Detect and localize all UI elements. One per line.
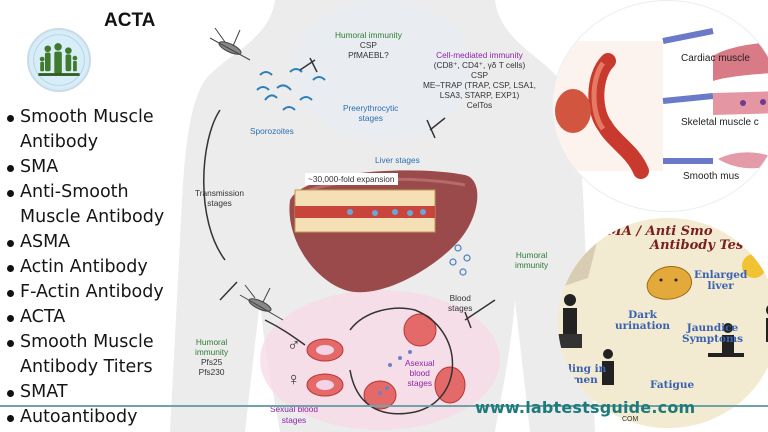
sporozoites-label: Sporozoites — [250, 126, 294, 136]
enlarged-liver-label: Enlarged liver — [694, 269, 748, 292]
mosquito-icon — [209, 27, 251, 61]
humoral-bottom-antigen: Pfs25 — [200, 357, 223, 367]
humoral-antigen: CSP — [359, 40, 377, 50]
cell-mediated-label: Cell-mediated immunity (CD8⁺, CD4⁺, γδ T… — [423, 50, 536, 110]
synonym-list: Smooth Muscle Antibody SMA Anti-Smooth M… — [6, 105, 176, 430]
transmission-label: Transmission stages — [195, 188, 245, 208]
synonym-item: SMAT — [6, 380, 176, 405]
cell-mediated-line: CelTos — [466, 100, 493, 110]
asexual-stages-label: Asexual blood stages — [405, 358, 435, 388]
cardiac-muscle-label: Cardiac muscle — [681, 53, 750, 64]
preerythrocytic-label: Preerythrocytic stages — [343, 103, 399, 123]
humoral-bottom-heading: Humoral immunity — [195, 337, 229, 357]
skeletal-muscle-label: Skeletal muscle c — [681, 117, 759, 128]
male-symbol-icon: ♂ — [287, 335, 301, 355]
blood-stages-label: Blood stages — [448, 293, 473, 313]
cell-mediated-line: LSA3, STARP, EXP1) — [439, 90, 520, 100]
muscle-types-panel: Cardiac muscle Skeletal muscle c Smooth … — [552, 0, 768, 212]
female-symbol-icon: ♀ — [287, 369, 301, 389]
page-title: ACTA — [104, 10, 156, 31]
dark-urination-label: Dark urination — [615, 309, 671, 332]
site-logo — [27, 28, 91, 92]
asma-symptoms-panel: SMA / Anti Smo Antibody Tes Enlarged liv… — [558, 218, 768, 428]
family-logo-icon — [30, 31, 88, 89]
humoral-bottom-antigen: Pfs230 — [198, 367, 225, 377]
asma-subtitle: Antibody Tes — [650, 238, 744, 253]
jaundice-label: Jaundice Symptoms — [682, 322, 744, 345]
cell-mediated-line: CSP — [470, 70, 489, 80]
synonym-item: F-Actin Antibody — [6, 280, 176, 305]
swelling-label: lling in men — [564, 363, 607, 386]
fatigue-label: Fatigue — [650, 379, 695, 391]
footer-divider — [0, 405, 768, 407]
expansion-label: ~30,000-fold expansion — [305, 173, 398, 185]
humoral-antigen: PfMAEBL? — [348, 50, 389, 60]
symptoms-illustration — [558, 218, 768, 428]
sexual-stages-label: Sexual blood stages — [270, 404, 318, 425]
asma-title: SMA / Anti Smo — [598, 224, 713, 239]
smooth-muscle-label: Smooth mus — [683, 171, 740, 182]
malaria-lifecycle-diagram: Humoral immunity CSP PfMAEBL? Cell-media… — [165, 0, 605, 432]
site-url-small: COM — [622, 416, 639, 423]
body-illustration — [170, 0, 595, 432]
synonym-item: ACTA — [6, 305, 176, 330]
liver-stages-label: Liver stages — [375, 155, 420, 165]
cell-mediated-heading: Cell-mediated immunity — [436, 50, 523, 60]
synonym-item: Actin Antibody — [6, 255, 176, 280]
humoral-heading: Humoral immunity — [335, 30, 402, 40]
cell-mediated-line: ME–TRAP (TRAP, CSP, LSA1, — [423, 80, 536, 90]
synonym-item: SMA — [6, 155, 176, 180]
mosquito-icon — [239, 284, 284, 321]
synonym-item: Smooth Muscle Antibody — [6, 105, 176, 155]
muscle-illustration — [553, 28, 768, 179]
synonym-item: Smooth Muscle Antibody Titers — [6, 330, 176, 380]
synonym-item: ASMA — [6, 230, 176, 255]
cell-mediated-line: (CD8⁺, CD4⁺, γδ T cells) — [433, 60, 526, 70]
site-url: www.labtestsguide.com — [475, 398, 696, 417]
synonym-item: Autoantibody — [6, 405, 176, 430]
humoral-bottom-label: Humoral immunity Pfs25 Pfs230 — [195, 337, 228, 377]
humoral-right-label: Humoral immunity — [515, 250, 549, 270]
synonym-item: Anti-Smooth Muscle Antibody — [6, 180, 176, 230]
humoral-immunity-label: Humoral immunity CSP PfMAEBL? — [335, 30, 402, 60]
